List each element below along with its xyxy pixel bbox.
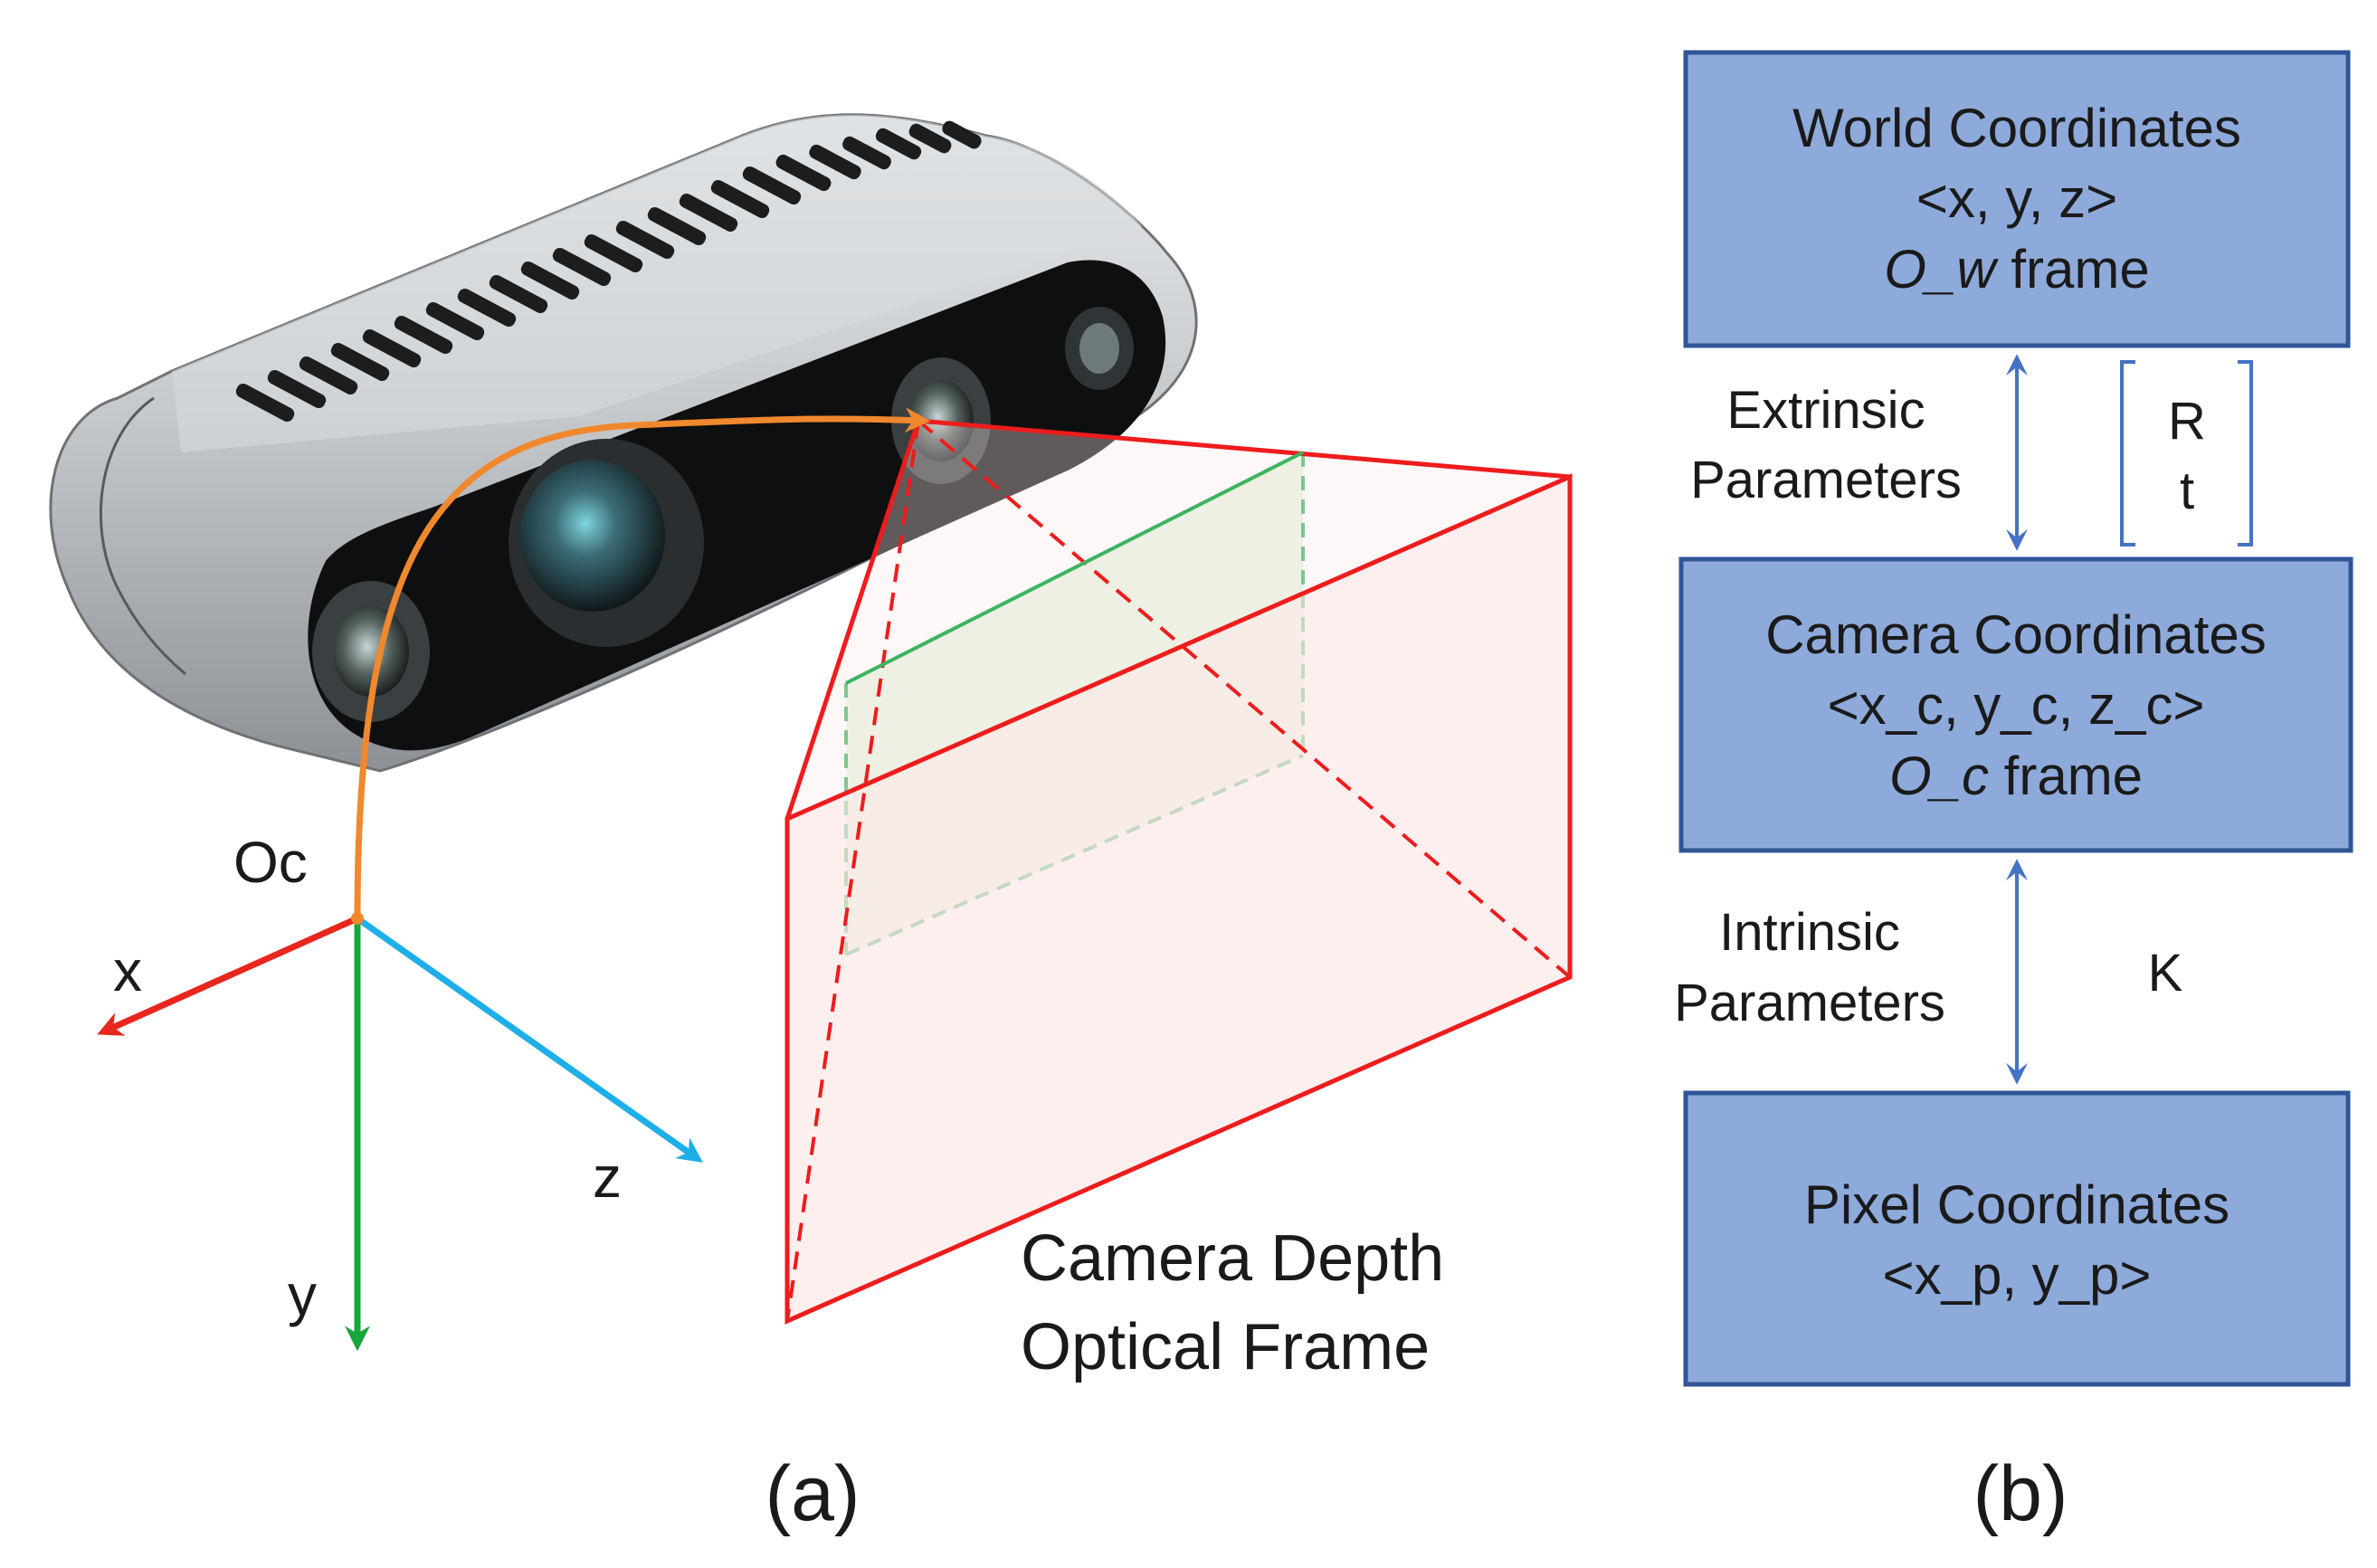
pixel-box-title: Pixel Coordinates	[1804, 1174, 2230, 1235]
intrinsic-label-line-1: Intrinsic	[1719, 903, 1900, 962]
intrinsic-label-line-2: Parameters	[1674, 974, 1945, 1032]
rt-matrix-right-bracket	[2238, 360, 2253, 546]
rotation-symbol: R	[2168, 392, 2206, 451]
camera-box-frame: O_c frame	[1889, 746, 2143, 806]
pixel-box-vector: <x_p, y_p>	[1883, 1245, 2152, 1306]
frustum-caption-line-2: Optical Frame	[1021, 1311, 1430, 1383]
world-box-title: World Coordinates	[1792, 98, 2241, 158]
intrinsic-matrix-symbol: K	[2148, 944, 2183, 1003]
pixel-coordinates-box: Pixel Coordinates <x_p, y_p>	[1683, 1090, 2351, 1387]
x-axis-label: x	[113, 938, 142, 1003]
translation-symbol: t	[2180, 461, 2194, 520]
panel-b-label: (b)	[1973, 1450, 2068, 1537]
rt-matrix: R t	[2120, 360, 2253, 546]
image-plane-top-edge	[845, 451, 1304, 685]
camera-box-title: Camera Coordinates	[1765, 604, 2267, 665]
origin-label: Oc	[233, 830, 308, 895]
x-axis-arrow	[97, 915, 361, 1036]
panel-b: World Coordinates <x, y, z> O_w frame Ca…	[1674, 50, 2353, 1537]
camera-axes	[97, 915, 703, 1352]
origin-point	[351, 912, 364, 925]
world-box-frame: O_w frame	[1884, 239, 2149, 299]
depth-camera-image	[49, 113, 1198, 773]
camera-box-vector: <x_c, y_c, z_c>	[1828, 675, 2205, 736]
vent-slots	[235, 120, 982, 423]
world-box-vector: <x, y, z>	[1916, 168, 2117, 229]
rt-matrix-left-bracket	[2120, 360, 2135, 546]
extrinsic-label-line-2: Parameters	[1690, 451, 1962, 509]
panel-a: Oc x y z Camera Depth Optical Frame (a)	[49, 113, 1573, 1537]
frustum-caption-line-1: Camera Depth	[1021, 1222, 1444, 1295]
camera-coordinates-box: Camera Coordinates <x_c, y_c, z_c> O_c f…	[1678, 556, 2353, 853]
transform-arc	[354, 407, 931, 919]
panel-a-label: (a)	[765, 1450, 860, 1537]
camera-frustum	[784, 418, 1573, 1325]
world-coordinates-box: World Coordinates <x, y, z> O_w frame	[1683, 50, 2351, 348]
extrinsic-label-line-1: Extrinsic	[1726, 381, 1925, 440]
y-axis-label: y	[288, 1262, 317, 1327]
z-axis-label: z	[593, 1145, 622, 1210]
z-axis-arrow	[354, 915, 703, 1163]
